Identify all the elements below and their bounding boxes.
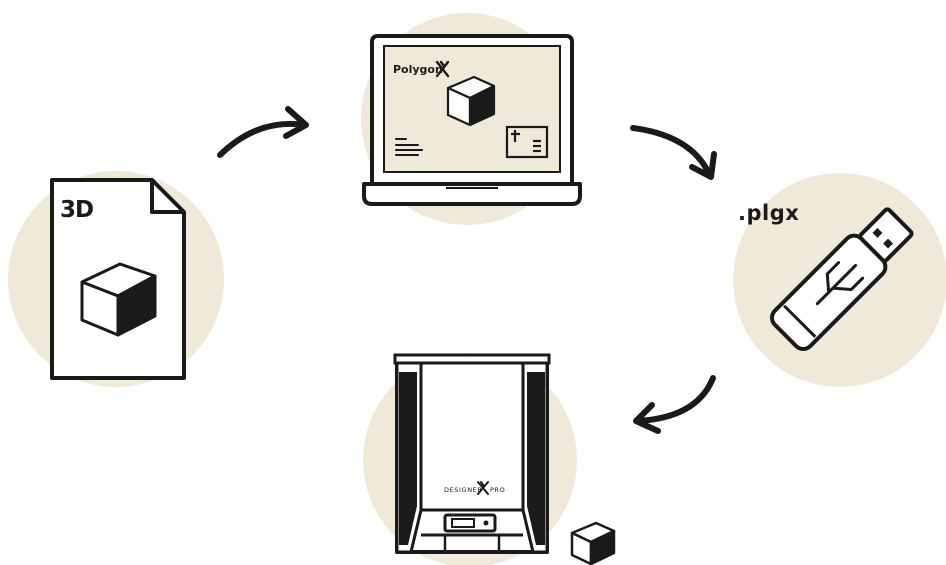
laptop-icon: Polygon bbox=[362, 34, 582, 206]
arrow-file-to-laptop bbox=[217, 106, 309, 158]
3d-printer-icon: DESIGNER PRO bbox=[393, 353, 551, 554]
cube-icon bbox=[80, 262, 157, 337]
3d-file-icon: 3D bbox=[50, 178, 186, 380]
panel-icon bbox=[505, 125, 549, 159]
slicer-brand-label: Polygon bbox=[393, 63, 443, 76]
printer-logo-icon bbox=[477, 481, 489, 495]
settings-lines-icon bbox=[395, 138, 423, 156]
usb-symbol-icon bbox=[815, 261, 865, 306]
usb-drive-icon bbox=[770, 207, 914, 351]
printer-model-left-label: DESIGNER bbox=[444, 486, 482, 494]
printer-model-right-label: PRO bbox=[490, 486, 505, 494]
arrow-usb-to-printer bbox=[633, 375, 716, 434]
screen-cube-icon bbox=[446, 75, 496, 127]
arrow-laptop-to-usb bbox=[630, 125, 717, 180]
file-extension-label: .plgx bbox=[738, 201, 800, 225]
polygon-logo-icon bbox=[435, 60, 450, 78]
file-badge: 3D bbox=[60, 197, 93, 223]
printed-cube-icon bbox=[570, 521, 616, 565]
